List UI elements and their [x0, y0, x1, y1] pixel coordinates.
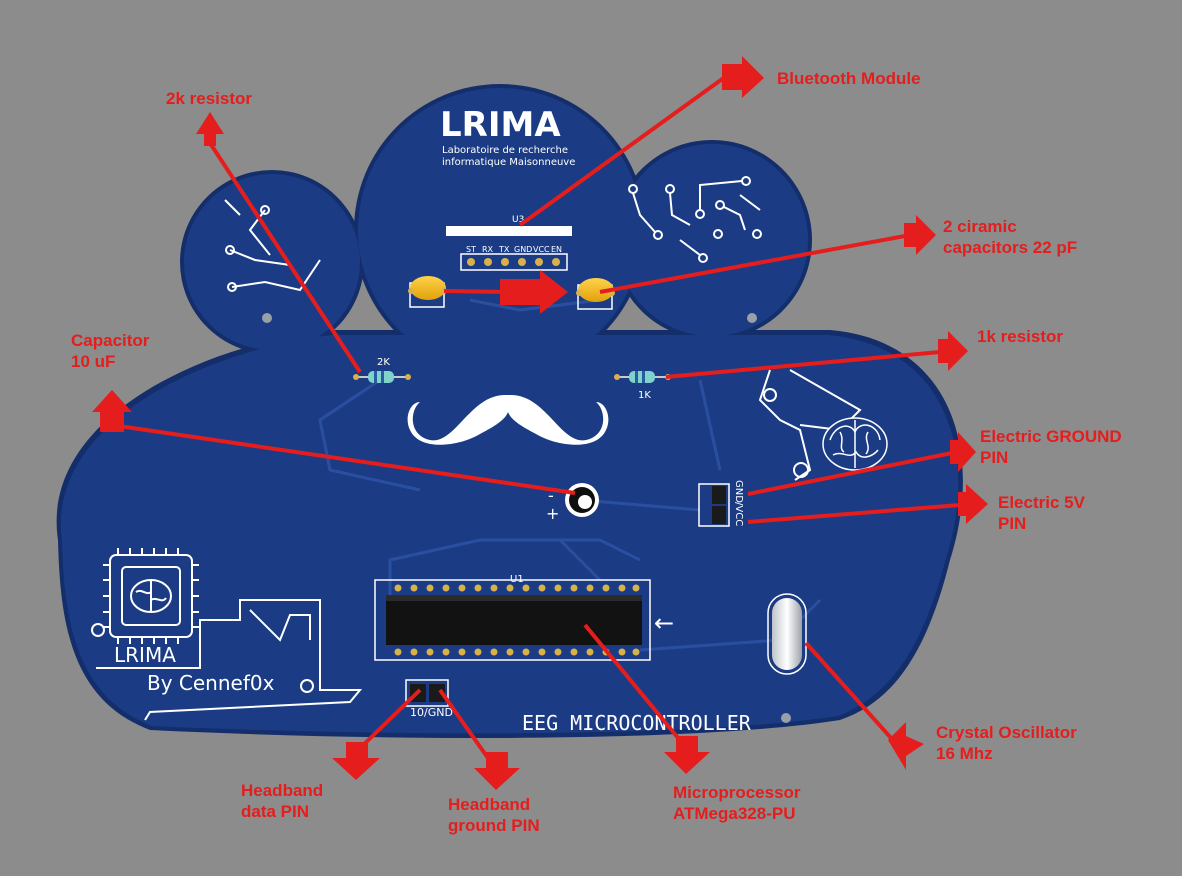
- label-microprocessor-line2: ATMega328-PU: [673, 804, 796, 823]
- gnd-vcc-header: GND /VCC: [698, 480, 744, 527]
- label-headband-ground-pin-line2: ground PIN: [448, 816, 540, 835]
- label-crystal-oscillator: Crystal Oscillator 16 Mhz: [936, 722, 1077, 764]
- label-ground-pin: Electric GROUND PIN: [980, 426, 1122, 468]
- label-1k-resistor: 1k resistor: [977, 327, 1063, 346]
- bluetooth-module-u3: U3 ST RX TX GND VCC EN: [446, 215, 572, 271]
- label-ground-pin-line1: Electric GROUND: [980, 427, 1122, 446]
- svg-text:VCC: VCC: [533, 245, 550, 254]
- label-headband-ground-pin-line1: Headband: [448, 795, 531, 814]
- pcb-board: [56, 84, 963, 739]
- label-microprocessor-line1: Microprocessor: [673, 783, 801, 802]
- chip-brain-logo: [91, 548, 199, 644]
- label-headband-data-pin: Headband data PIN: [241, 780, 323, 822]
- label-5v-pin: Electric 5V PIN: [998, 492, 1085, 534]
- label-capacitor-10uf-line1: Capacitor: [71, 331, 150, 350]
- svg-text:LRIMA: LRIMA: [440, 105, 561, 145]
- svg-text:U3: U3: [512, 215, 524, 225]
- svg-text:informatique Maisonneuve: informatique Maisonneuve: [442, 157, 575, 168]
- svg-text:1K: 1K: [638, 390, 651, 401]
- svg-text:-: -: [548, 486, 554, 505]
- resistor-1k: 1K: [614, 371, 671, 401]
- label-ground-pin-line2: PIN: [980, 448, 1009, 467]
- svg-text:/VCC: /VCC: [733, 502, 744, 526]
- label-ceramic-capacitors-line1: 2 ciramic: [943, 217, 1017, 236]
- label-headband-data-pin-line1: Headband: [241, 781, 324, 800]
- chip-logo-text: LRIMA: [114, 643, 176, 667]
- svg-text:RX: RX: [482, 245, 494, 254]
- label-crystal-oscillator-line1: Crystal Oscillator: [936, 723, 1077, 742]
- label-crystal-oscillator-line2: 16 Mhz: [936, 744, 993, 763]
- label-bluetooth-module: Bluetooth Module: [777, 69, 921, 88]
- microcontroller-u1: U1 ←: [374, 574, 674, 661]
- svg-text:GND: GND: [733, 480, 744, 503]
- svg-text:TX: TX: [498, 245, 510, 254]
- u3-pin-labels: ST RX TX GND VCC EN: [466, 245, 562, 254]
- label-ceramic-capacitors: 2 ciramic capacitors 22 pF: [943, 216, 1077, 258]
- label-capacitor-10uf-line2: 10 uF: [71, 352, 116, 371]
- board-title: EEG MICROCONTROLLER: [522, 711, 752, 735]
- ceramic-capacitor-c2: [576, 278, 615, 310]
- mounting-holes: [262, 313, 791, 723]
- label-microprocessor: Microprocessor ATMega328-PU: [673, 782, 801, 824]
- label-ceramic-capacitors-line2: capacitors 22 pF: [943, 238, 1078, 257]
- label-capacitor-10uf: Capacitor 10 uF: [71, 330, 149, 372]
- label-5v-pin-line2: PIN: [998, 514, 1027, 533]
- label-headband-data-pin-line2: data PIN: [241, 802, 310, 821]
- mustache-silkscreen: [407, 395, 609, 445]
- svg-text:←: ←: [654, 609, 674, 637]
- annotation-arrows: [92, 56, 988, 790]
- lrima-logo: LRIMA Laboratoire de recherche informati…: [440, 105, 575, 168]
- svg-text:+: +: [546, 504, 559, 523]
- circuit-art-right: [628, 176, 762, 263]
- resistor-2k: 2K: [353, 357, 411, 383]
- crystal-oscillator: [767, 593, 807, 675]
- outline-art-bottom: [96, 599, 363, 721]
- svg-text:GND: GND: [514, 245, 532, 254]
- label-headband-ground-pin: Headband ground PIN: [448, 794, 540, 836]
- svg-text:2K: 2K: [377, 357, 390, 368]
- svg-text:Laboratoire de recherche: Laboratoire de recherche: [442, 145, 568, 156]
- label-2k-resistor: 2k resistor: [166, 89, 252, 108]
- brain-icon: [822, 417, 888, 471]
- svg-text:10/GND: 10/GND: [410, 706, 453, 719]
- circuit-art-left: [224, 199, 321, 292]
- author-text: By Cennef0x: [147, 671, 275, 695]
- svg-text:EN: EN: [551, 245, 562, 254]
- label-5v-pin-line1: Electric 5V: [998, 493, 1085, 512]
- svg-text:ST: ST: [466, 245, 476, 254]
